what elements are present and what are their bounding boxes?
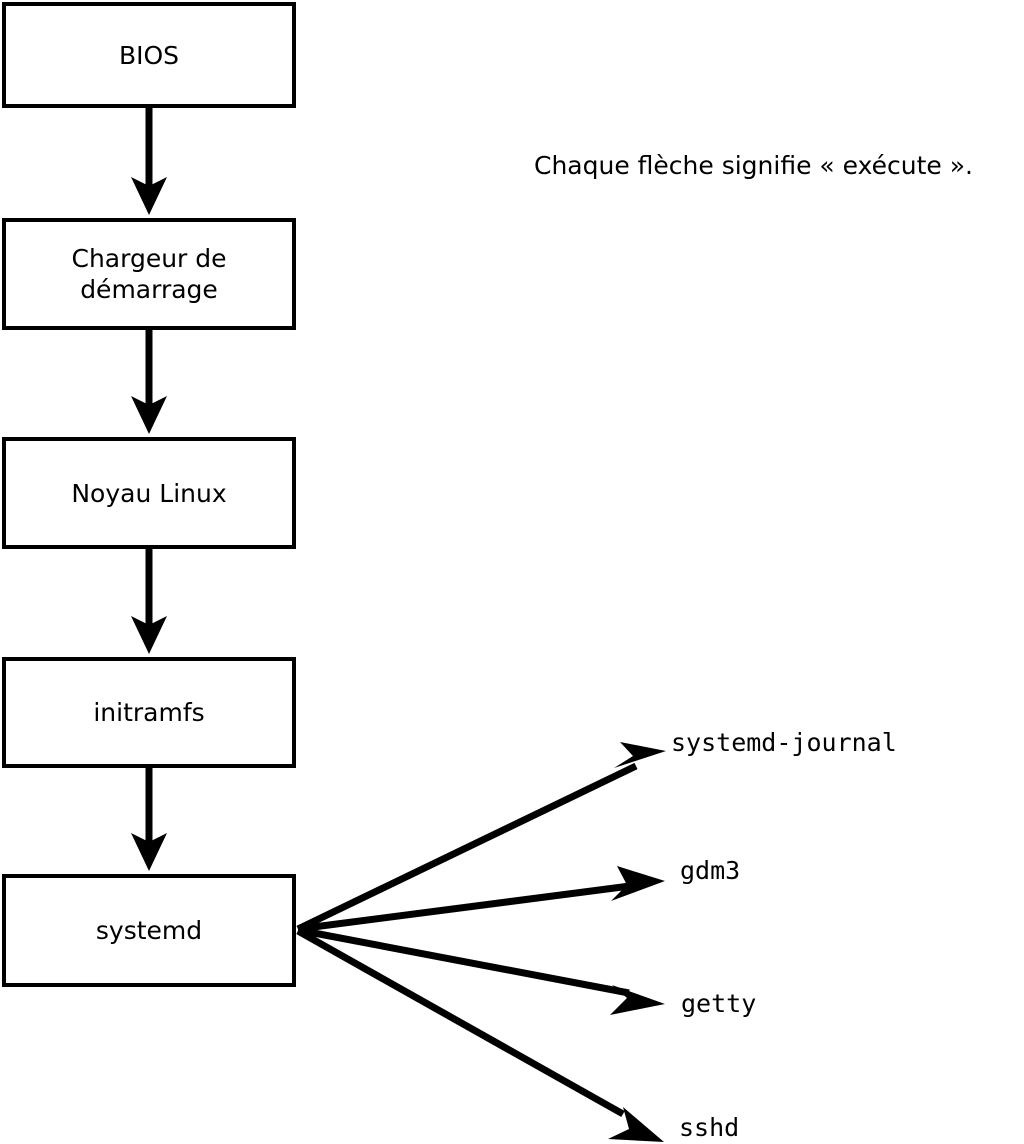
service-label-gdm3: gdm3: [680, 856, 741, 885]
node-box-kernel[interactable]: Noyau Linux: [2, 437, 296, 549]
arrow-initramfs-to-systemd: [131, 768, 167, 871]
node-box-bootloader[interactable]: Chargeur de démarrage: [2, 218, 296, 330]
node-label-systemd: systemd: [95, 916, 203, 945]
arrow-kernel-to-initramfs: [131, 549, 167, 654]
node-box-initramfs[interactable]: initramfs: [2, 657, 296, 768]
node-box-systemd[interactable]: systemd: [2, 874, 296, 987]
arrow-systemd-to-systemd-journal: [296, 742, 666, 933]
service-label-systemd-journal: systemd-journal: [671, 728, 897, 757]
arrow-systemd-to-sshd: [296, 927, 664, 1142]
service-label-getty: getty: [681, 989, 757, 1018]
arrow-bootloader-to-kernel: [131, 330, 167, 434]
node-label-bios: BIOS: [118, 40, 180, 70]
service-label-sshd: sshd: [679, 1113, 740, 1142]
diagram-caption: Chaque flèche signifie « exécute ».: [534, 151, 973, 180]
node-label-kernel: Noyau Linux: [71, 478, 227, 508]
node-label-bootloader: Chargeur de démarrage: [71, 244, 227, 304]
arrow-bios-to-bootloader: [131, 108, 167, 215]
arrow-systemd-to-getty: [297, 926, 665, 1015]
node-label-initramfs: initramfs: [93, 698, 205, 727]
arrow-systemd-to-gdm3: [297, 866, 665, 933]
node-box-bios[interactable]: BIOS: [2, 2, 296, 108]
